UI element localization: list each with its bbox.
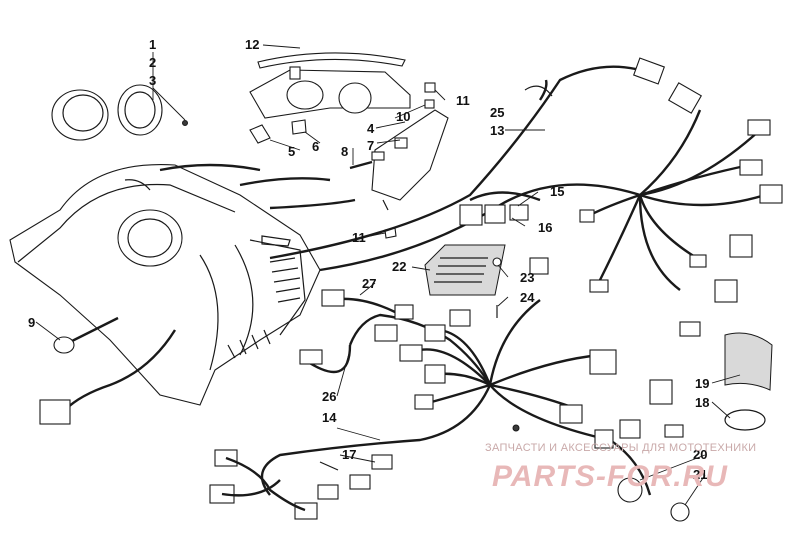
small-parts (249, 119, 397, 239)
callout-27: 27 (362, 276, 377, 291)
callout-26: 26 (322, 389, 337, 404)
callout-12: 12 (245, 37, 260, 52)
leader-lines (35, 44, 741, 506)
plug-and-harness-left (39, 316, 177, 425)
callout-11-upper: 11 (456, 93, 470, 108)
callout-14: 14 (322, 410, 337, 425)
callout-22: 22 (392, 259, 407, 274)
callout-11-lower: 11 (352, 230, 366, 245)
callout-9: 9 (28, 315, 36, 330)
callout-16: 16 (538, 220, 553, 235)
hood-fairing (9, 163, 321, 406)
callout-7: 7 (367, 138, 375, 153)
callout-19: 19 (695, 376, 710, 391)
connectors-lower (299, 289, 690, 522)
bulb-connectors (209, 449, 393, 520)
callout-13: 13 (490, 123, 505, 138)
callout-1: 1 (149, 37, 157, 52)
callout-24: 24 (520, 290, 535, 305)
callout-21: 21 (693, 467, 708, 482)
callout-17: 17 (342, 447, 357, 462)
upper-housing (249, 52, 449, 201)
callout-3: 3 (149, 73, 157, 88)
watermark-logo: PARTS-FOR.RU (492, 460, 728, 493)
callout-5: 5 (288, 144, 296, 159)
watermark-caption: ЗАПЧАСТИ И АКСЕССУАРЫ ДЛЯ МОТОТЕХНИКИ (485, 442, 757, 454)
callout-20: 20 (693, 447, 708, 462)
connectors-upper-right (579, 57, 783, 337)
callout-25: 25 (490, 105, 505, 120)
callout-8: 8 (341, 144, 349, 159)
relays (459, 204, 529, 226)
lower-harness (260, 297, 652, 496)
sleeve-and-ring (724, 332, 773, 431)
headlight-assembly (51, 84, 188, 141)
callout-2: 2 (149, 55, 157, 70)
callout-4: 4 (367, 121, 375, 136)
callout-18: 18 (695, 395, 710, 410)
callout-10: 10 (396, 109, 411, 124)
callout-15: 15 (550, 184, 565, 199)
callout-6: 6 (312, 139, 320, 154)
callout-23: 23 (520, 270, 535, 285)
voltage-regulator (424, 244, 549, 318)
